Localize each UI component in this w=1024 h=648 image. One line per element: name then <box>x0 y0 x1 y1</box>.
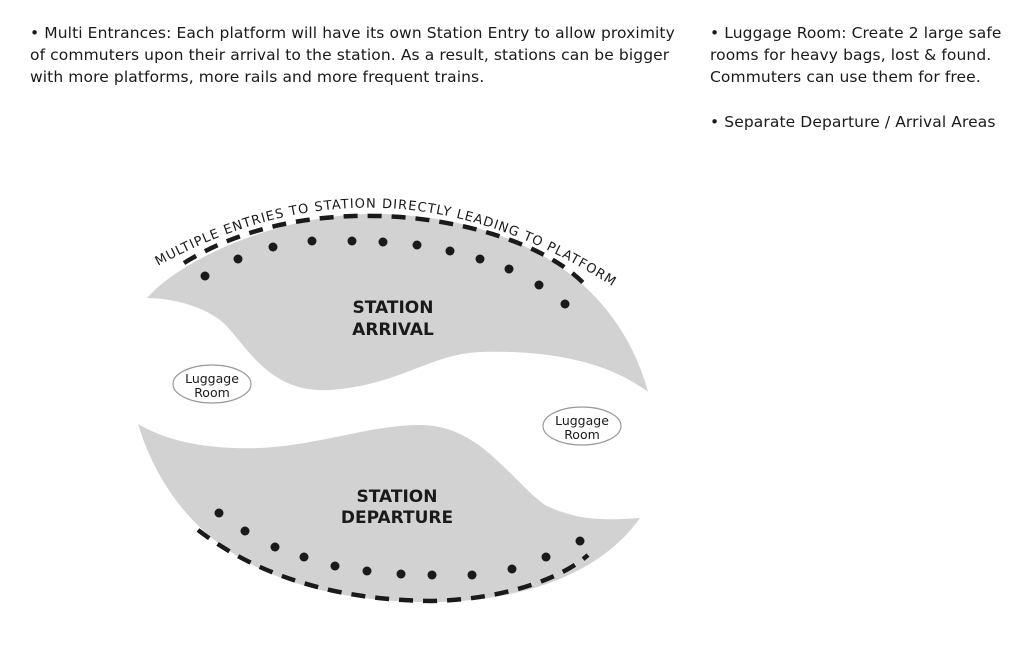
luggage-room-right: Luggage Room <box>542 406 622 446</box>
entry-dot <box>214 508 224 518</box>
entry-dot <box>475 254 485 264</box>
entry-dot <box>299 552 309 562</box>
departure-entry-dots <box>214 508 585 580</box>
entry-dot <box>270 542 280 552</box>
entry-dot <box>412 240 422 250</box>
departure-label-line1: STATION <box>357 487 438 507</box>
multi-entrances-note: • Multi Entrances: Each platform will ha… <box>30 22 680 88</box>
entry-dot <box>575 536 585 546</box>
entry-dot <box>541 552 551 562</box>
entry-dot <box>396 569 406 579</box>
luggage-room-left-line2: Room <box>194 385 230 400</box>
entry-dot <box>504 264 514 274</box>
entry-dot <box>240 526 250 536</box>
luggage-room-left-outline <box>172 364 252 404</box>
entry-dot <box>330 561 340 571</box>
luggage-room-left: Luggage Room <box>172 364 252 404</box>
entry-dot <box>233 254 243 264</box>
entry-dot <box>560 299 570 309</box>
luggage-room-left-line1: Luggage <box>185 371 239 386</box>
luggage-room-note: • Luggage Room: Create 2 large safe room… <box>710 24 1002 86</box>
luggage-room-right-outline <box>542 406 622 446</box>
multi-entrances-text: • Multi Entrances: Each platform will ha… <box>30 24 675 86</box>
departure-entries-dashed-edge <box>196 528 590 604</box>
departure-zone <box>138 424 640 602</box>
entry-dot <box>507 564 517 574</box>
entry-dot <box>268 242 278 252</box>
entry-dot <box>362 566 372 576</box>
arrival-label-line1: STATION <box>353 298 434 318</box>
arrival-zone <box>147 213 648 392</box>
departure-label-line2: DEPARTURE <box>341 508 453 528</box>
luggage-room-right-line2: Room <box>564 427 600 442</box>
entry-dot <box>534 280 544 290</box>
arrival-entries-dashed-edge <box>182 213 590 290</box>
arrival-entry-dots <box>200 236 570 309</box>
entry-dot <box>378 237 388 247</box>
right-notes: • Luggage Room: Create 2 large safe room… <box>710 22 1010 133</box>
entry-dot <box>427 570 437 580</box>
entry-dot <box>200 271 210 281</box>
entry-dot <box>347 236 357 246</box>
arrival-label-line2: ARRIVAL <box>352 320 434 340</box>
entry-dot <box>307 236 317 246</box>
entry-dot <box>445 246 455 256</box>
luggage-room-right-line1: Luggage <box>555 413 609 428</box>
entry-dot <box>467 570 477 580</box>
separate-areas-note: • Separate Departure / Arrival Areas <box>710 113 996 131</box>
